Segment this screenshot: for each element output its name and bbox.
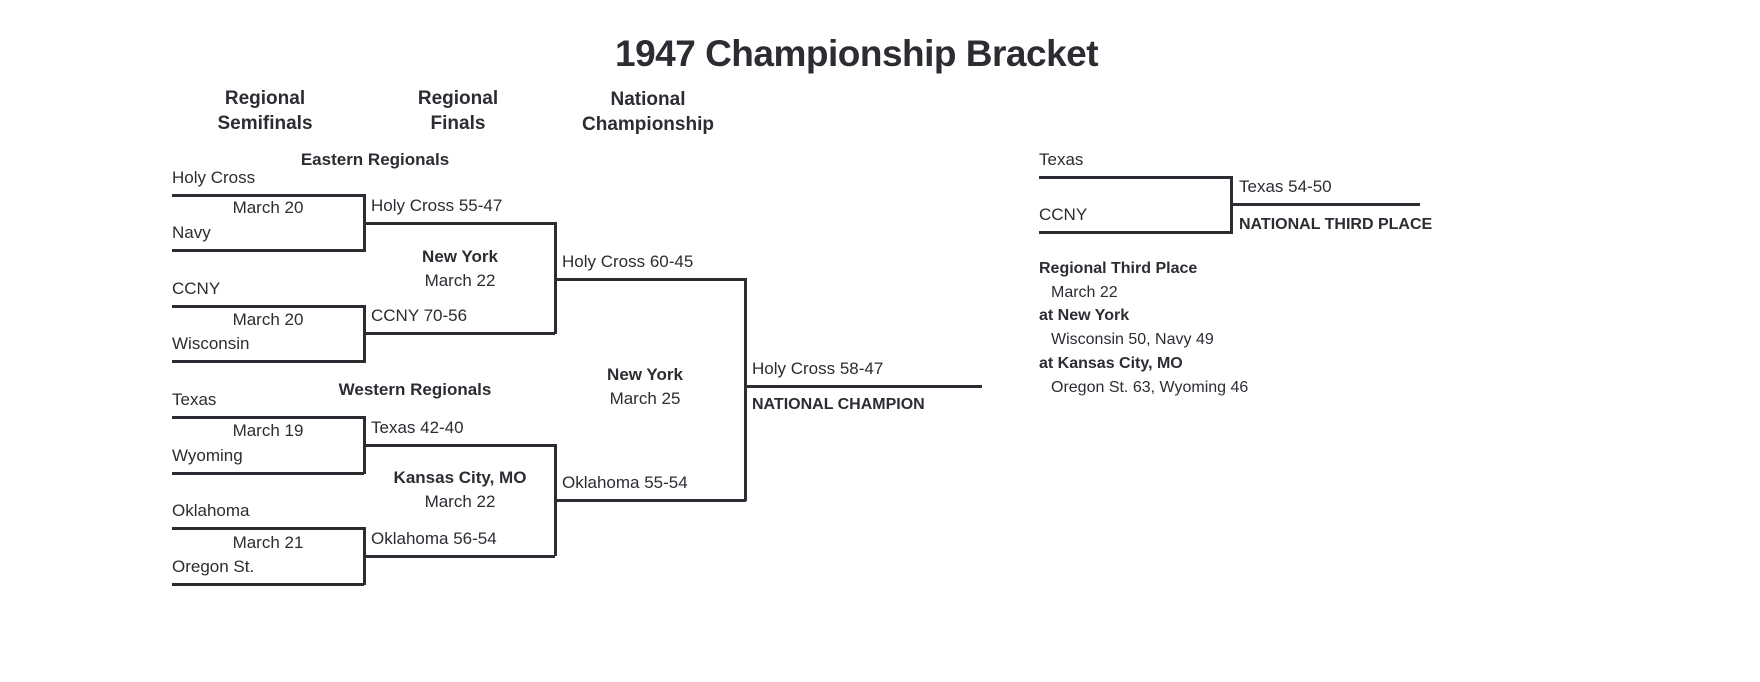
regional-third-place-site-2: at Kansas City, MO xyxy=(1039,355,1183,372)
semifinal-team-oregon-st: Oregon St. xyxy=(172,557,255,576)
bracket-line xyxy=(172,583,364,586)
national-final-result: Holy Cross 58-47 xyxy=(752,359,884,378)
national-third-place-label: NATIONAL THIRD PLACE xyxy=(1239,216,1433,233)
third-place-result: Texas 54-50 xyxy=(1239,177,1332,196)
column-header-line2: Semifinals xyxy=(217,112,313,134)
bracket-line xyxy=(1039,176,1231,179)
semifinal-result-3: Texas 42-40 xyxy=(371,418,464,437)
semifinal-team-ccny: CCNY xyxy=(172,279,221,298)
semifinal-team-wyoming: Wyoming xyxy=(172,446,243,465)
bracket-line xyxy=(363,555,555,558)
regional-final-result-west: Oklahoma 55-54 xyxy=(562,473,688,492)
column-header-line1: National xyxy=(610,89,686,110)
column-header-line1: Regional xyxy=(417,88,499,109)
regional-third-place-result-1: Wisconsin 50, Navy 49 xyxy=(1051,331,1214,348)
regional-final-site-west: Kansas City, MO xyxy=(393,468,527,487)
regional-final-result-east: Holy Cross 60-45 xyxy=(562,252,694,271)
column-header-line1: Regional xyxy=(224,88,306,109)
third-place-team-texas: Texas xyxy=(1039,150,1084,169)
semifinal-result-1: Holy Cross 55-47 xyxy=(371,196,503,215)
bracket-line xyxy=(172,416,364,419)
semifinal-date-2: March 20 xyxy=(232,310,304,329)
bracket-line xyxy=(172,249,364,252)
semifinal-result-2: CCNY 70-56 xyxy=(371,306,468,325)
bracket-line xyxy=(554,278,746,281)
bracket-line xyxy=(363,222,555,225)
regional-third-place-date: March 22 xyxy=(1051,284,1118,301)
semifinal-team-wisconsin: Wisconsin xyxy=(172,334,250,353)
region-heading-eastern: Eastern Regionals xyxy=(300,150,450,169)
column-header-line2: Finals xyxy=(430,112,486,134)
column-header-regional-semifinals: Regional Semifinals xyxy=(180,87,350,136)
semifinal-team-navy: Navy xyxy=(172,223,211,242)
region-heading-western: Western Regionals xyxy=(338,380,492,399)
third-place-team-ccny: CCNY xyxy=(1039,205,1088,224)
semifinal-result-4: Oklahoma 56-54 xyxy=(371,529,497,548)
regional-third-place-result-2: Oregon St. 63, Wyoming 46 xyxy=(1051,379,1249,396)
national-final-date: March 25 xyxy=(609,389,681,408)
semifinal-team-oklahoma: Oklahoma xyxy=(172,501,250,520)
semifinal-date-3: March 19 xyxy=(232,421,304,440)
semifinal-date-4: March 21 xyxy=(232,533,304,552)
page-title: 1947 Championship Bracket xyxy=(615,33,1099,74)
bracket-line xyxy=(363,444,555,447)
bracket-line xyxy=(1230,203,1420,206)
national-champion-label: NATIONAL CHAMPION xyxy=(752,396,925,413)
semifinal-team-holy-cross: Holy Cross xyxy=(172,168,256,187)
regional-third-place-heading: Regional Third Place xyxy=(1039,260,1198,277)
regional-final-date-west: March 22 xyxy=(424,492,496,511)
column-header-regional-finals: Regional Finals xyxy=(373,87,543,136)
bracket-line xyxy=(172,527,364,530)
bracket-line xyxy=(172,194,364,197)
semifinal-date-1: March 20 xyxy=(232,198,304,217)
regional-final-site-east: New York xyxy=(422,247,498,266)
bracket-line xyxy=(172,360,364,363)
semifinal-team-texas: Texas xyxy=(172,390,217,409)
column-header-national-championship: National Championship xyxy=(563,88,733,137)
bracket-line xyxy=(172,472,364,475)
bracket-line xyxy=(363,332,555,335)
regional-final-date-east: March 22 xyxy=(424,271,496,290)
bracket-line xyxy=(554,499,746,502)
bracket-line xyxy=(172,305,364,308)
bracket-line xyxy=(744,385,982,388)
regional-third-place-site-1: at New York xyxy=(1039,307,1130,324)
bracket-line xyxy=(744,278,747,501)
bracket-line xyxy=(1039,231,1231,234)
national-final-site: New York xyxy=(607,365,683,384)
column-header-line2: Championship xyxy=(582,113,714,135)
